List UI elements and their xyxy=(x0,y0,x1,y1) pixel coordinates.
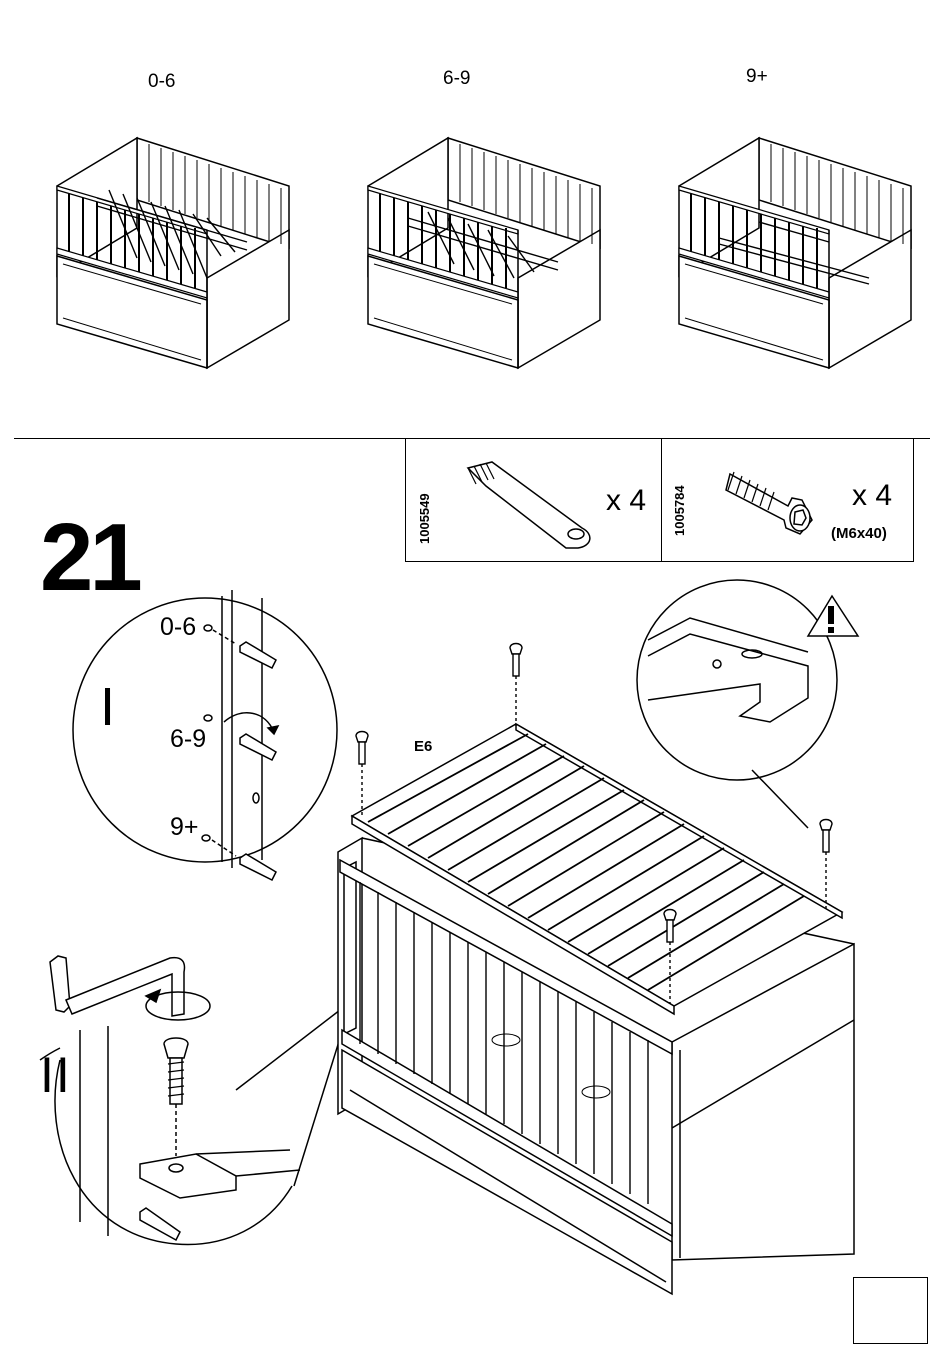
crib-6-9 xyxy=(368,138,600,368)
page-corner-box xyxy=(853,1277,928,1344)
screw-detail xyxy=(140,1038,300,1240)
detail-age-0-6: 0-6 xyxy=(160,615,196,640)
part-quantity-cam-bolt: x 4 xyxy=(606,486,646,516)
age-label-6-9: 6-9 xyxy=(443,69,470,88)
part-code-screw: 1005784 xyxy=(672,485,687,536)
part-spec-screw: (M6x40) xyxy=(831,525,887,542)
detail-circle-two xyxy=(40,1006,350,1244)
detail-one-label: I xyxy=(100,680,115,734)
part-code-cam-bolt: 1005549 xyxy=(417,493,432,544)
detail-circle-rail xyxy=(637,580,837,828)
allen-key-icon xyxy=(50,956,210,1020)
slatted-base-e6 xyxy=(352,724,842,1014)
panel-label-e6: E6 xyxy=(414,738,432,755)
step-number: 21 xyxy=(40,510,139,606)
parts-box xyxy=(405,438,914,562)
crib-9-plus xyxy=(679,138,911,368)
detail-age-9-plus: 9+ xyxy=(170,815,199,840)
parts-divider xyxy=(661,438,662,561)
detail-age-6-9: 6-9 xyxy=(170,727,206,752)
crib-0-6 xyxy=(57,138,289,368)
cam-bolt-positions xyxy=(202,625,278,880)
detail-two-label: II xyxy=(40,1050,72,1100)
warning-icon xyxy=(808,596,858,636)
part-quantity-screw: x 4 xyxy=(852,481,892,511)
age-label-0-6: 0-6 xyxy=(148,72,175,91)
age-label-9-plus: 9+ xyxy=(746,67,768,86)
